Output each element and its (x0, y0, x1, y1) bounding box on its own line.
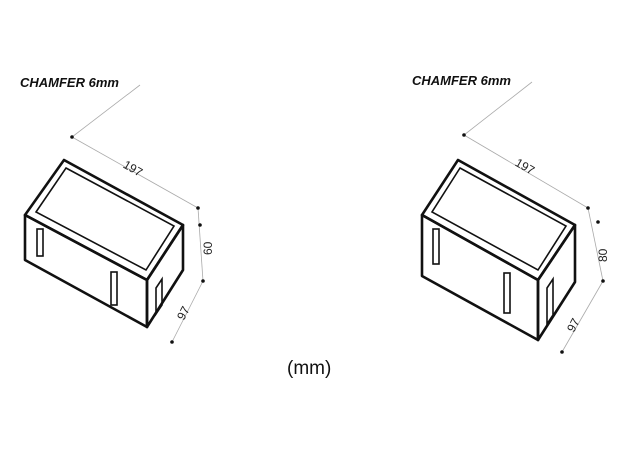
right-length-dimension-line (463, 134, 589, 209)
right-paver-block: 197 80 97 (420, 81, 610, 354)
right-length-label: 197 (513, 155, 538, 177)
right-chamfer-outline (430, 166, 568, 272)
right-spacer-nib (432, 228, 440, 265)
left-chamfer-label: CHAMFER 6mm (20, 75, 119, 90)
right-dim-dot (462, 133, 466, 137)
left-spacer-nib (36, 228, 44, 257)
right-dim-dot (586, 206, 590, 210)
right-height-label: 80 (596, 248, 610, 262)
right-leader-line (463, 81, 533, 136)
left-dim-dot (170, 340, 174, 344)
left-height-label: 60 (201, 241, 215, 255)
left-side-face (145, 223, 185, 329)
right-chamfer-label: CHAMFER 6mm (412, 73, 511, 88)
right-height-dimension-line (587, 207, 604, 282)
right-dim-dot (596, 220, 600, 224)
right-spacer-nib (503, 272, 511, 314)
left-leader-line (71, 84, 141, 138)
right-width-dimension-line (561, 280, 604, 353)
left-height-dimension-line (197, 207, 204, 282)
left-spacer-nib (110, 271, 118, 306)
left-dim-dot (198, 223, 202, 227)
right-dim-dot (560, 350, 564, 354)
left-dim-dot (201, 279, 205, 283)
left-dim-dot (196, 206, 200, 210)
right-width-label: 97 (564, 316, 583, 335)
right-spacer-nib (546, 276, 554, 327)
left-spacer-nib (155, 276, 163, 317)
right-top-face (420, 158, 577, 282)
left-dim-dot (70, 135, 74, 139)
left-paver-block: 197 60 97 (23, 84, 215, 344)
left-length-dimension-line (71, 136, 199, 209)
unit-label: (mm) (287, 358, 332, 379)
left-width-dimension-line (171, 280, 204, 343)
right-dim-dot (601, 279, 605, 283)
left-width-label: 97 (174, 304, 193, 323)
right-side-face (536, 223, 577, 342)
left-chamfer-outline (34, 166, 176, 272)
